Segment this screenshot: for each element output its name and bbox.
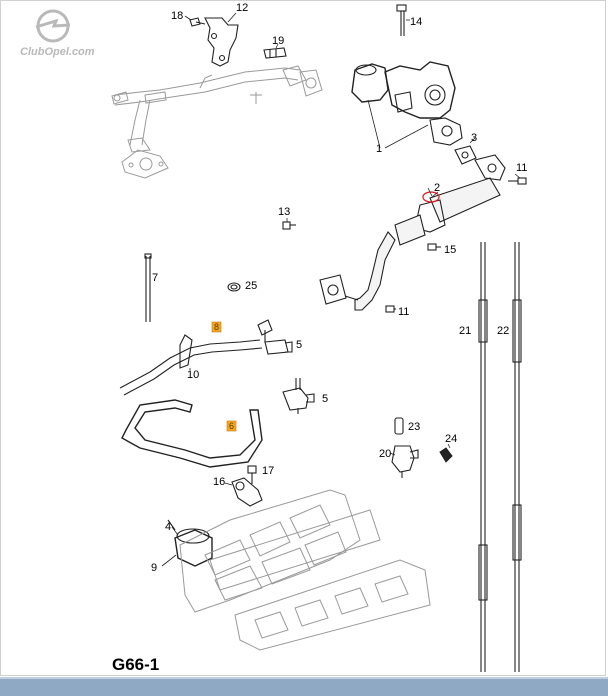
opel-logo-icon [35, 9, 71, 43]
label-part-3: 3 [471, 132, 477, 144]
sensor-23 [394, 417, 404, 435]
watermark-text: ClubOpel.com [20, 46, 95, 58]
clamp-16 [224, 477, 263, 507]
label-part-25: 25 [245, 280, 257, 292]
bolt-11-upper [508, 173, 527, 185]
egr-pipe-upper-left [111, 65, 323, 179]
rod-21 [478, 242, 488, 672]
bracket-12 [204, 12, 239, 67]
label-part-2: 2 [434, 182, 440, 194]
label-part-12: 12 [236, 2, 248, 14]
bottom-bar [0, 677, 608, 696]
dipstick-7 [144, 253, 152, 322]
label-part-23: 23 [408, 421, 420, 433]
vacuum-hose-10 [119, 319, 293, 396]
label-part-13: 13 [278, 206, 290, 218]
callout-8-label: 8 [214, 322, 219, 332]
stud-19 [263, 43, 287, 59]
label-part-20: 20 [379, 448, 391, 460]
label-part-18: 18 [171, 10, 183, 22]
connector-5-lower [282, 378, 315, 414]
label-part-7: 7 [152, 272, 158, 284]
leader-lines [161, 187, 433, 567]
label-part-24: 24 [445, 433, 457, 445]
label-part-11-upper: 11 [516, 162, 527, 174]
callout-8[interactable]: 8 [211, 321, 222, 333]
bolt-14 [396, 4, 410, 36]
label-part-10: 10 [187, 369, 199, 381]
label-part-21: 21 [459, 325, 471, 337]
label-part-5-upper: 5 [296, 339, 302, 351]
callout-6[interactable]: 6 [226, 420, 237, 432]
egr-valve-1 [351, 61, 463, 149]
label-part-4: 4 [165, 521, 171, 533]
label-part-19: 19 [272, 35, 284, 47]
egr-cooler [319, 154, 506, 311]
label-part-22: 22 [497, 325, 509, 337]
solenoid-20 [391, 445, 419, 478]
bolt-11-lower [385, 305, 396, 313]
callout-6-label: 6 [229, 421, 234, 431]
rod-22 [512, 242, 522, 672]
valve-4 [167, 519, 213, 567]
hose-loop-6 [121, 399, 263, 468]
label-part-17: 17 [262, 465, 274, 477]
bolt-17 [247, 465, 257, 484]
bolt-18 [184, 15, 206, 27]
label-part-11-lower: 11 [398, 306, 409, 318]
bolt-13 [282, 218, 296, 230]
label-part-5-lower: 5 [322, 393, 328, 405]
intake-manifold [179, 489, 431, 651]
label-part-16: 16 [213, 476, 225, 488]
gasket-3 [454, 137, 477, 165]
bolt-15 [427, 243, 441, 251]
label-part-15: 15 [444, 244, 456, 256]
diagram-code: G66-1 [112, 655, 160, 674]
label-part-14: 14 [410, 16, 422, 28]
clip-24 [439, 443, 453, 463]
label-part-1: 1 [376, 143, 382, 155]
label-part-9: 9 [151, 562, 157, 574]
o-ring-25 [227, 282, 241, 292]
